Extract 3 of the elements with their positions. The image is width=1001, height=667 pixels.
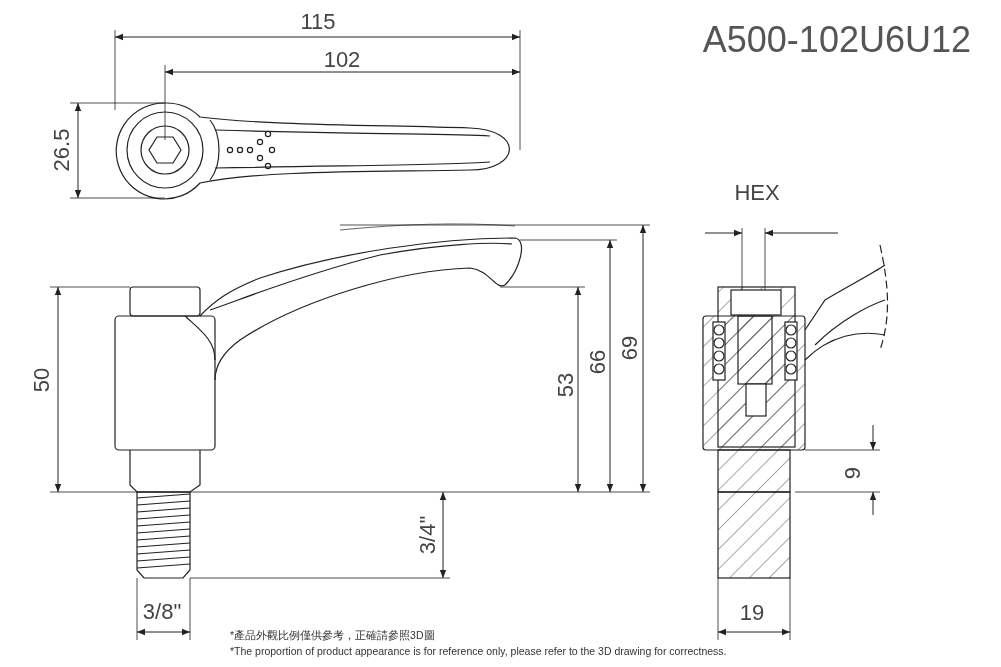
part-number: A500-102U6U12 — [702, 22, 971, 58]
footnote: *產品外觀比例僅供參考，正確請參照3D圖 — [230, 630, 435, 641]
footnote: *The proportion of product appearance is for reference only, please refer to the 3D drawing for correctness. — [230, 646, 727, 657]
